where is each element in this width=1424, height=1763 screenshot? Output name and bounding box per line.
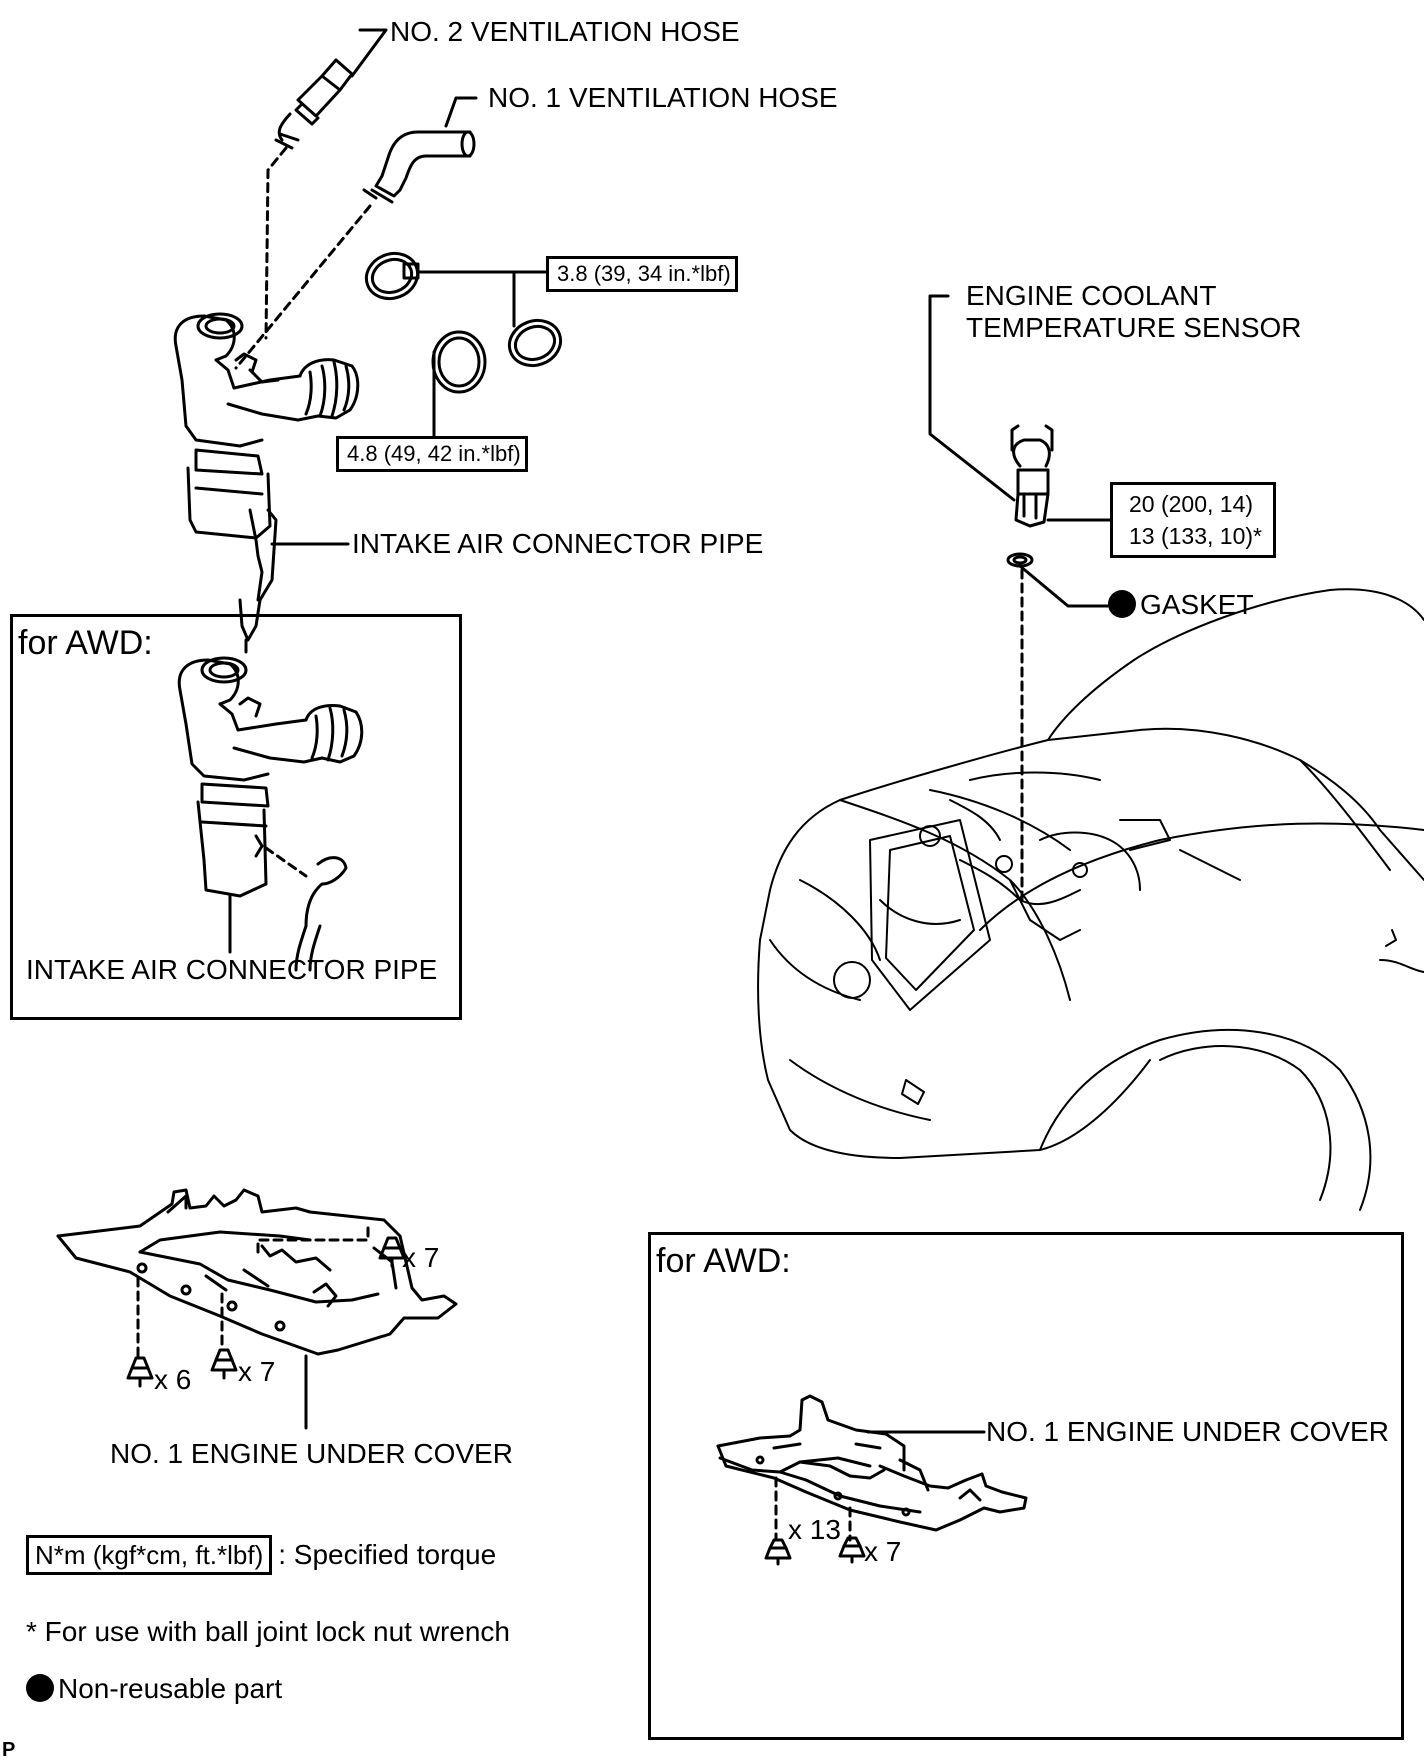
no1-hose-guide bbox=[234, 204, 372, 370]
fastener-count-bottom-left: x 6 bbox=[154, 1364, 192, 1395]
legend-torque: N*m (kgf*cm, ft.*lbf): Specified torque bbox=[26, 1535, 496, 1575]
no1-hose-leader bbox=[444, 96, 478, 128]
awd-intake-inset-frame bbox=[10, 614, 462, 1020]
no1-engine-under-cover-label: NO. 1 ENGINE UNDER COVER bbox=[110, 1438, 513, 1469]
fastener-count-awd-right: x 7 bbox=[864, 1536, 902, 1567]
corner-code: P bbox=[2, 1739, 16, 1761]
bolt-icon bbox=[838, 1536, 866, 1564]
upper-clamp-leader bbox=[416, 270, 552, 328]
lower-hose-clamp bbox=[431, 330, 487, 394]
torque-value-line2: 13 (133, 10)* bbox=[1129, 522, 1262, 549]
no1-hose-clip bbox=[362, 188, 378, 200]
awd-tag-label: for AWD: bbox=[656, 1242, 791, 1280]
gasket-label: GASKET bbox=[1108, 590, 1254, 619]
no2-hose-guide bbox=[264, 146, 288, 340]
torque-value-line1: 20 (200, 14) bbox=[1129, 490, 1254, 517]
fastener-count-top-right: x 7 bbox=[402, 1242, 440, 1273]
ect-sensor-label-line2: TEMPERATURE SENSOR bbox=[966, 312, 1302, 343]
no2-ventilation-hose-label: NO. 2 VENTILATION HOSE bbox=[390, 16, 740, 47]
intake-air-connector-pipe-label: INTAKE AIR CONNECTOR PIPE bbox=[352, 528, 764, 559]
fastener-count-bottom-mid: x 7 bbox=[238, 1356, 276, 1387]
vehicle-front-view bbox=[757, 588, 1424, 1211]
non-reusable-dot-icon bbox=[26, 1674, 54, 1702]
bolt-icon bbox=[378, 1236, 406, 1268]
under-cover-guide-top bbox=[256, 1226, 370, 1254]
intake-air-connector-pipe bbox=[173, 312, 360, 654]
no1-ventilation-hose-label: NO. 1 VENTILATION HOSE bbox=[488, 82, 838, 113]
bolt-icon bbox=[126, 1356, 154, 1388]
bolt-icon bbox=[764, 1538, 792, 1566]
ect-sensor-label-line1: ENGINE COOLANT bbox=[966, 280, 1217, 311]
no1-engine-under-cover-awd bbox=[716, 1394, 1028, 1532]
bolt-icon bbox=[210, 1348, 238, 1380]
legend-nonreusable: Non-reusable part bbox=[26, 1674, 282, 1703]
no2-hose-leader bbox=[350, 28, 388, 78]
gasket-label-text: GASKET bbox=[1140, 589, 1254, 620]
ect-sensor-leader bbox=[928, 294, 1016, 502]
legend-torque-key: N*m (kgf*cm, ft.*lbf) bbox=[26, 1535, 273, 1575]
no1-ventilation-hose bbox=[370, 130, 476, 204]
torque-value: 3.8 (39, 34 in.*lbf) bbox=[557, 261, 731, 286]
no1-engine-under-cover bbox=[56, 1188, 458, 1356]
fastener-count-awd-left: x 13 bbox=[788, 1514, 841, 1545]
intake-air-connector-pipe-awd-label: INTAKE AIR CONNECTOR PIPE bbox=[26, 954, 438, 985]
torque-box-clamp-upper: 3.8 (39, 34 in.*lbf) bbox=[546, 256, 738, 292]
legend-nonreusable-text: Non-reusable part bbox=[58, 1673, 283, 1704]
upper-hose-clamp bbox=[364, 251, 420, 301]
gasket-part bbox=[1006, 552, 1034, 568]
engine-coolant-temperature-sensor bbox=[1010, 424, 1054, 528]
non-reusable-dot-icon bbox=[1108, 590, 1136, 618]
gasket-leader bbox=[1018, 564, 1114, 608]
torque-box-sensor: 20 (200, 14) 13 (133, 10)* bbox=[1110, 482, 1276, 558]
no1-engine-under-cover-awd-label: NO. 1 ENGINE UNDER COVER bbox=[986, 1416, 1389, 1447]
torque-box-clamp-lower: 4.8 (49, 42 in.*lbf) bbox=[336, 436, 528, 472]
mid-hose-clamp bbox=[507, 318, 563, 368]
intake-air-connector-pipe-awd bbox=[177, 656, 364, 972]
no2-ventilation-hose bbox=[274, 58, 354, 150]
awd-under-cover-inset-frame bbox=[648, 1232, 1404, 1740]
torque-value: 4.8 (49, 42 in.*lbf) bbox=[347, 441, 521, 466]
legend-torque-desc: : Specified torque bbox=[278, 1539, 497, 1570]
awd-tag-label: for AWD: bbox=[18, 624, 153, 662]
legend-note: * For use with ball joint lock nut wrenc… bbox=[26, 1616, 510, 1647]
